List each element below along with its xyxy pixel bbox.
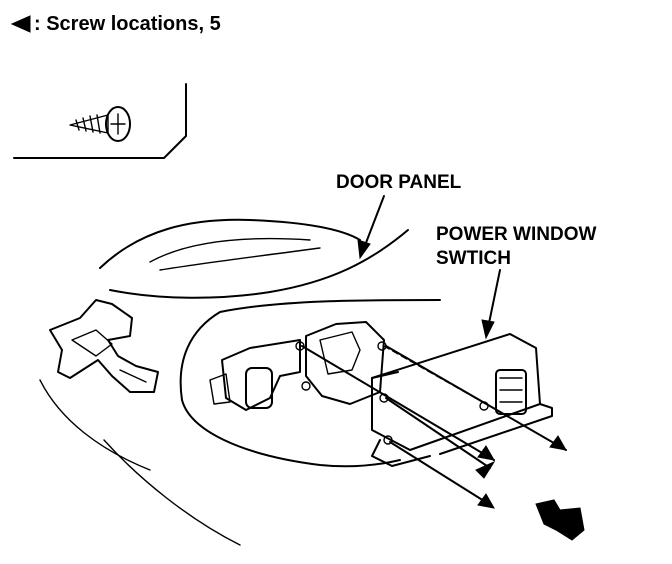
mount-hole — [383, 435, 393, 445]
door-panel-leader — [363, 195, 385, 249]
power-window-switch-callout: POWER WINDOW SWTICH — [436, 224, 596, 340]
armrest-inner — [159, 247, 321, 271]
screw-line — [385, 345, 567, 451]
arrowhead-left-icon — [477, 493, 495, 509]
door-panel-callout: DOOR PANEL — [336, 172, 462, 260]
power-window-leader — [487, 269, 501, 329]
window-sill-lower — [109, 229, 409, 299]
screw-line — [385, 397, 491, 469]
door-bottom — [103, 439, 241, 546]
latch-assembly — [49, 299, 159, 393]
front-direction-arrow-icon — [535, 499, 585, 541]
legend: : Screw locations, 5 — [10, 13, 221, 35]
door-body — [39, 218, 441, 546]
screw-inset — [13, 83, 187, 159]
leader-arrowhead — [357, 239, 371, 260]
recess-hole — [295, 341, 305, 351]
arrowhead-left-icon — [10, 15, 31, 33]
arrowhead-left-icon — [477, 445, 495, 461]
arrowhead-left-icon — [475, 460, 496, 479]
door-edge-left — [39, 379, 151, 471]
screw-arrows — [301, 345, 567, 509]
power-window-label-line2: SWTICH — [436, 248, 511, 269]
power-window-label-line1: POWER WINDOW — [436, 224, 596, 245]
screw-line — [389, 441, 493, 507]
leader-arrowhead — [481, 319, 495, 340]
legend-text: : Screw locations, 5 — [34, 13, 221, 35]
recess-hole — [301, 381, 311, 391]
armrest-top — [149, 237, 311, 263]
screw-icon — [69, 106, 131, 142]
door-panel-label: DOOR PANEL — [336, 172, 462, 193]
switch-recess — [209, 321, 387, 411]
door-contour — [179, 299, 441, 468]
switch-buttons — [495, 369, 527, 415]
arrowhead-left-icon — [549, 435, 567, 451]
screw-line — [301, 345, 495, 461]
window-sill-upper — [99, 218, 361, 269]
inset-frame — [13, 83, 187, 159]
